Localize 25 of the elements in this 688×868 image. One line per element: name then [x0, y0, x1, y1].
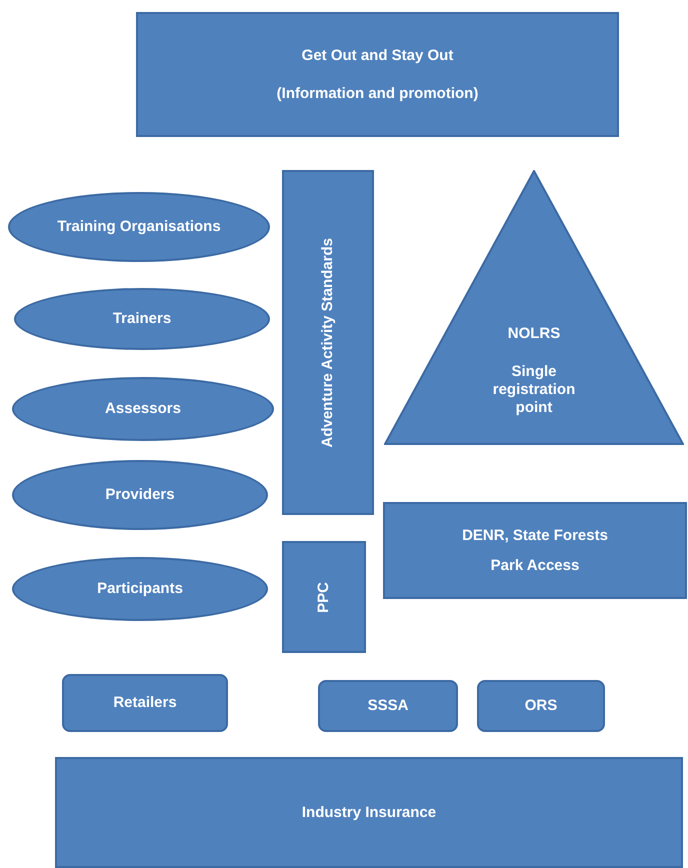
ellipse-label: Participants [97, 580, 183, 598]
ellipse-label: Training Organisations [57, 218, 221, 236]
rounded-box [318, 680, 458, 732]
vertical-label: Adventure Activity Standards [319, 238, 337, 448]
box-label: DENR, State Forests [462, 526, 608, 544]
banner-text: (Information and promotion) [276, 84, 478, 102]
triangle-label: NOLRS [508, 325, 560, 343]
ellipse-label: Providers [105, 486, 175, 504]
vertical-box [282, 541, 366, 653]
rounded-box [62, 674, 228, 732]
ellipse-label: Assessors [105, 400, 181, 418]
rounded-box [477, 680, 605, 732]
box-label: SSSA [368, 697, 408, 715]
text-box [55, 757, 683, 868]
vertical-box [282, 170, 374, 515]
vertical-label: PPC [315, 582, 333, 612]
box-label: Park Access [490, 556, 580, 574]
banner-box [136, 12, 619, 137]
text-box [383, 502, 687, 599]
ellipse-label: Trainers [112, 310, 172, 328]
banner-text: Get Out and Stay Out [302, 46, 454, 64]
box-label: ORS [524, 697, 558, 715]
triangle-label: Single registration point [492, 363, 576, 417]
box-label: Retailers [113, 694, 177, 712]
box-label: Industry Insurance [302, 804, 436, 822]
